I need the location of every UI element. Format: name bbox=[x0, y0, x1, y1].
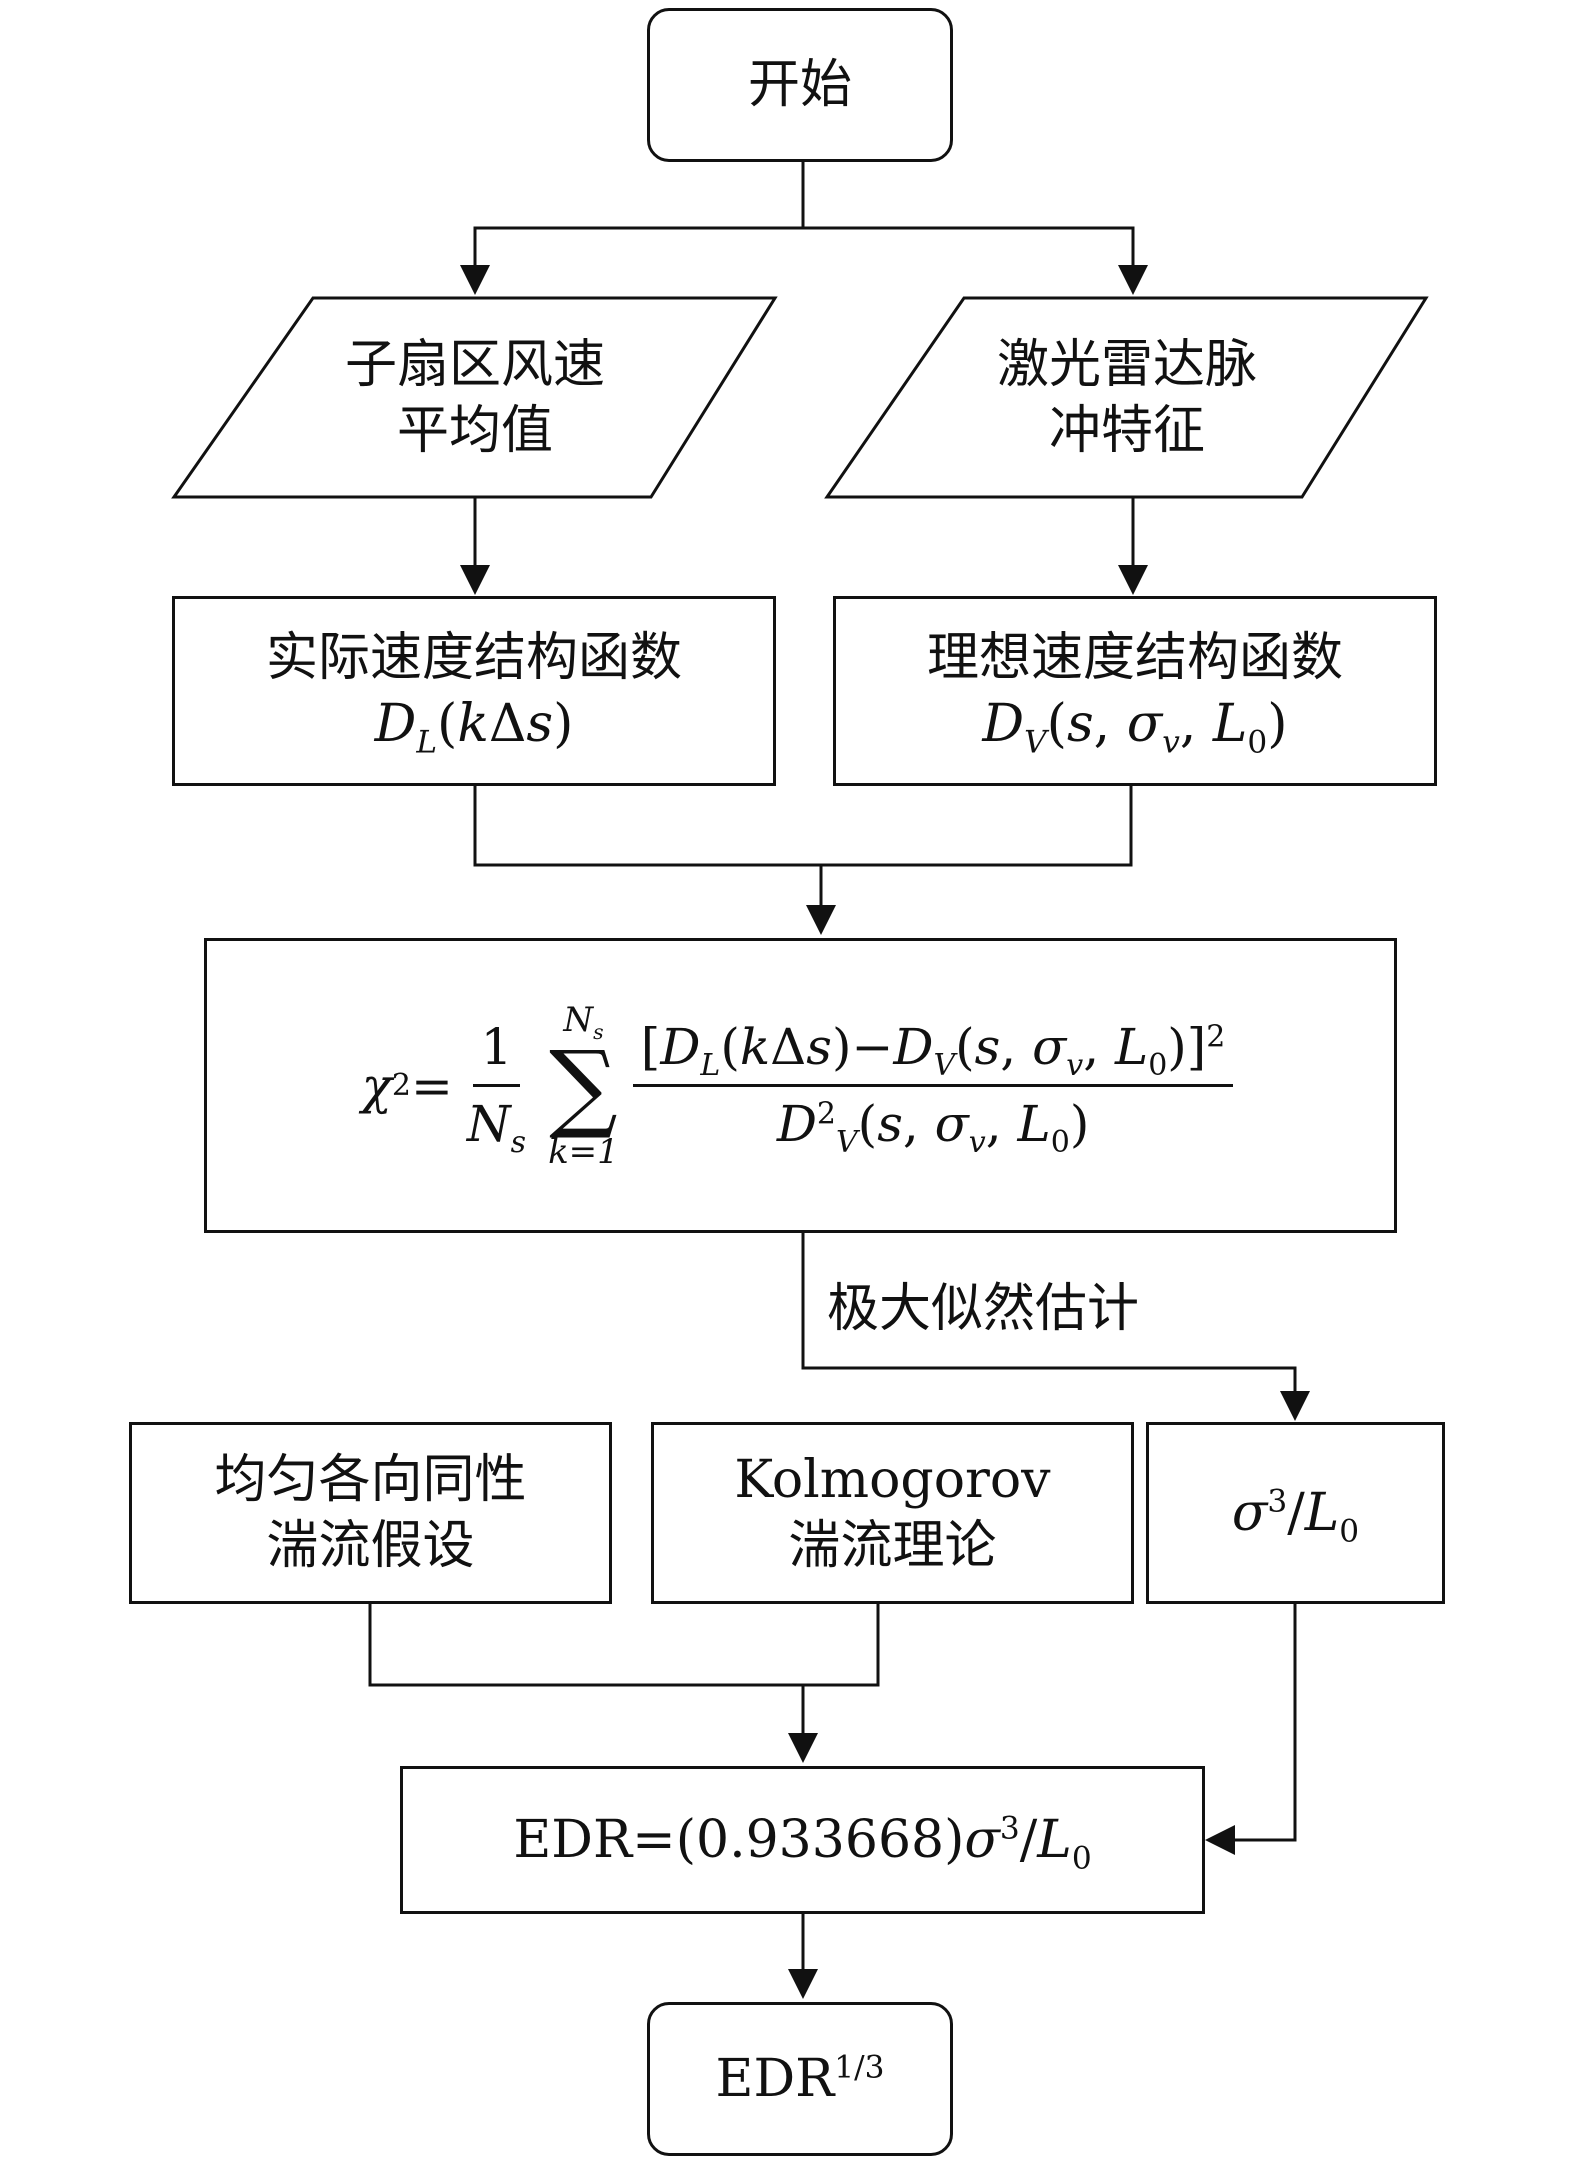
connector-start-right bbox=[803, 226, 1148, 295]
connector-mle bbox=[801, 1232, 1310, 1421]
edr-formula: EDR=(0.933668)σ3/L0 bbox=[513, 1810, 1092, 1877]
end-label: EDR1/3 bbox=[715, 2049, 885, 2109]
input-right-line-1: 激光雷达脉 bbox=[996, 334, 1257, 395]
kolmogorov-theory: Kolmogorov 湍流理论 bbox=[651, 1422, 1134, 1604]
start-node: 开始 bbox=[647, 8, 953, 162]
assumption-line-1: 均匀各向同性 bbox=[214, 1450, 527, 1510]
connector-merge-theory bbox=[368, 1602, 880, 1687]
input-right-line-2: 冲特征 bbox=[1048, 400, 1205, 461]
input-left-shape bbox=[171, 296, 778, 499]
mle-label: 极大似然估计 bbox=[827, 1279, 1140, 1339]
input-left-line-2: 平均值 bbox=[396, 400, 553, 461]
ideal-sf-title: 理想速度结构函数 bbox=[926, 628, 1343, 688]
input-left-node: 子扇区风速 平均值 bbox=[220, 320, 730, 475]
actual-structure-function: 实际速度结构函数 DL(kΔs) bbox=[172, 596, 776, 786]
input-left-line-1: 子扇区风速 bbox=[344, 334, 605, 395]
theory-line-1: Kolmogorov bbox=[734, 1450, 1051, 1510]
ideal-structure-function: 理想速度结构函数 DV(s, σv, L0) bbox=[833, 596, 1437, 786]
theory-line-2: 湍流理论 bbox=[788, 1516, 997, 1576]
actual-sf-formula: DL(kΔs) bbox=[374, 694, 574, 761]
end-node: EDR1/3 bbox=[647, 2002, 953, 2156]
sigma-over-l0-formula: σ3/L0 bbox=[1231, 1483, 1360, 1550]
assumption-line-2: 湍流假设 bbox=[266, 1516, 475, 1576]
actual-sf-title: 实际速度结构函数 bbox=[265, 628, 682, 688]
connector-merge-sf bbox=[473, 785, 1133, 867]
connector-start bbox=[460, 162, 805, 295]
input-right-node: 激光雷达脉 冲特征 bbox=[872, 320, 1382, 475]
connector-sigma-to-edr bbox=[1205, 1602, 1297, 1855]
edr-formula-box: EDR=(0.933668)σ3/L0 bbox=[400, 1766, 1205, 1914]
turbulence-assumption: 均匀各向同性 湍流假设 bbox=[129, 1422, 612, 1604]
sigma-over-l0: σ3/L0 bbox=[1146, 1422, 1445, 1604]
input-right-shape bbox=[824, 296, 1429, 499]
ideal-sf-formula: DV(s, σv, L0) bbox=[982, 694, 1288, 761]
sum-symbol: ∑ bbox=[549, 1029, 618, 1142]
start-label: 开始 bbox=[747, 55, 852, 115]
